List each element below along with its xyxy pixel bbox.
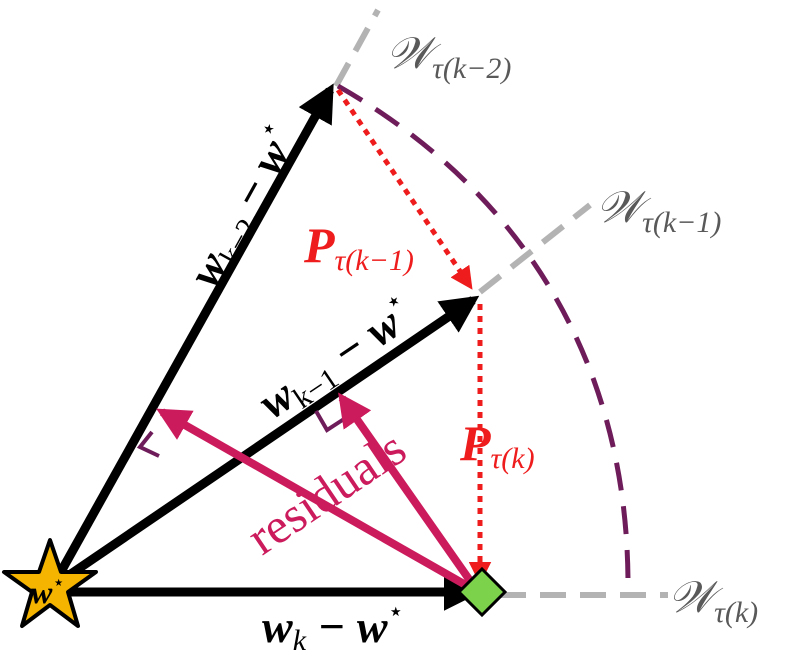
subspace-label-k: 𝒲τ(k) xyxy=(668,573,758,629)
projection-label-2: Pτ(k) xyxy=(459,415,535,475)
right-angle-marker-1 xyxy=(136,430,160,458)
optimum-star-icon xyxy=(2,538,98,628)
vector-k-minus-1-arrow xyxy=(59,295,480,584)
residual-arrow-1 xyxy=(156,408,480,596)
optimum-label: w⋆ xyxy=(31,572,65,610)
subspace-line-k-minus-1 xyxy=(478,202,592,295)
vector-k-minus-2-arrow xyxy=(54,83,334,580)
residual-arrow-2 xyxy=(338,392,482,595)
iterate-diamond-icon xyxy=(456,566,508,618)
subspace-label-k-minus-1: 𝒲τ(k−1) xyxy=(596,183,721,239)
subspace-label-k-minus-2: 𝒲τ(k−2) xyxy=(386,29,511,85)
right-angle-marker-2 xyxy=(314,409,346,433)
projection-arrow-1 xyxy=(335,88,473,290)
projection-label-1: Pτ(k−1) xyxy=(303,217,414,277)
vector-k-label: wk − w⋆ xyxy=(262,597,404,657)
vector-k-minus-2-label: wk−2 − w⋆ xyxy=(175,115,313,298)
vector-k-minus-1-label: wk−1 − w⋆ xyxy=(247,285,426,433)
subspace-line-k-minus-2 xyxy=(333,8,381,88)
